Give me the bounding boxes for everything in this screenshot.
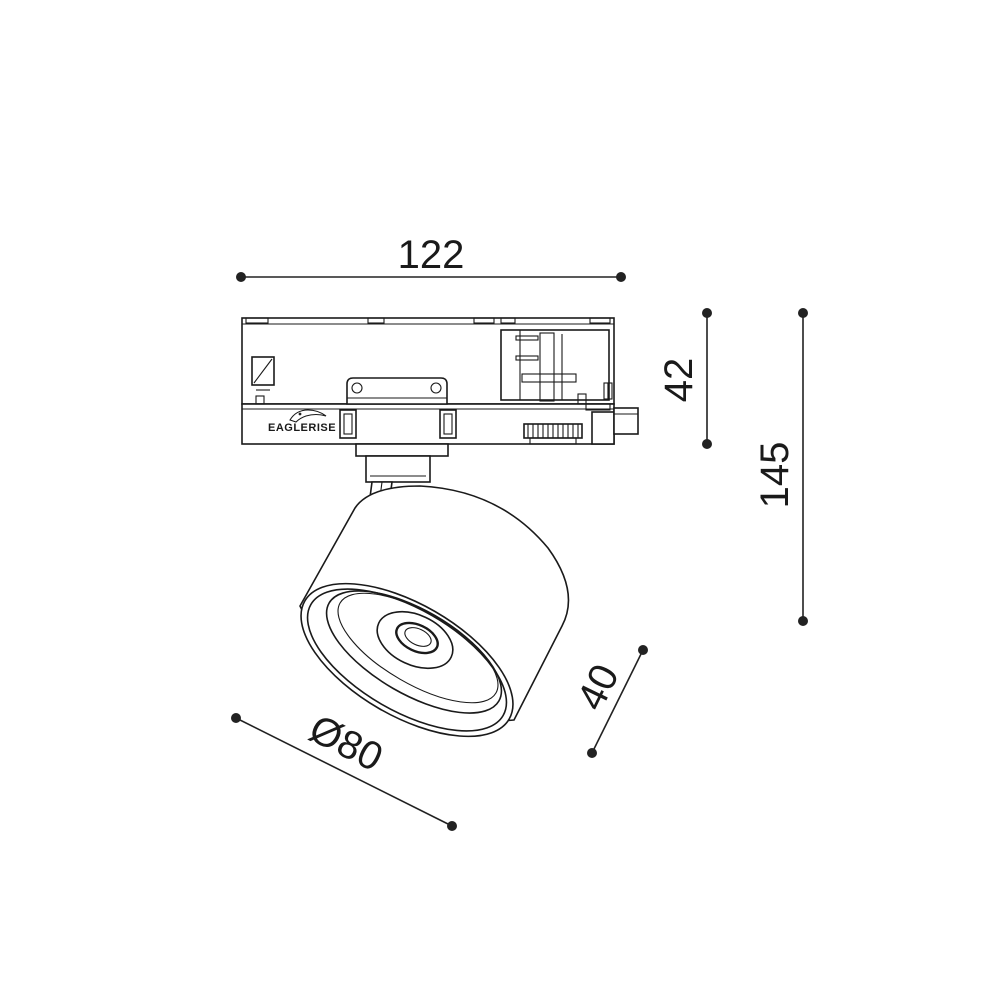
dimension-total-height: 145 <box>753 308 808 626</box>
adapter-rotary-knob <box>523 423 583 445</box>
adapter-lock-lever <box>251 356 275 386</box>
adapter-contact-tab <box>515 335 539 341</box>
track-adapter: EAGLERISE <box>241 317 639 445</box>
adapter-side-clip-left-inner <box>343 413 353 435</box>
adapter-contact-block <box>500 329 610 401</box>
adapter-end-plug <box>613 407 639 435</box>
adapter-lock-lever-slash <box>253 358 273 384</box>
dimension-width: 122 <box>236 233 626 282</box>
dimension-depth-top-dot <box>638 645 648 655</box>
lamp-front-rim <box>300 582 514 738</box>
adapter-notch <box>473 317 495 324</box>
stem-body <box>365 455 431 483</box>
dimension-width-label: 122 <box>398 233 465 277</box>
dimension-total-height-top-dot <box>798 308 808 318</box>
lamp-front-rim-inner <box>306 588 508 732</box>
lamp-lens-core <box>404 627 432 647</box>
adapter-notch <box>589 317 611 324</box>
dimension-diameter-start-dot <box>231 713 241 723</box>
eagle-head-icon <box>289 409 327 423</box>
adapter-notch <box>367 317 385 324</box>
brand-logo-text: EAGLERISE <box>268 422 336 434</box>
adapter-mount-screw-right <box>430 382 442 394</box>
stem-collar <box>355 443 449 457</box>
adapter-contact-post <box>539 332 555 402</box>
dimension-depth-bottom-dot <box>587 748 597 758</box>
dimension-rail-height-bottom-dot <box>702 439 712 449</box>
adapter-contact-clip <box>521 373 577 383</box>
adapter-end-clip <box>585 403 611 411</box>
adapter-end-cap <box>591 411 615 445</box>
brand-logo: EAGLERISE <box>268 409 336 434</box>
adapter-notch <box>500 317 516 324</box>
dimension-diameter-end-dot <box>447 821 457 831</box>
dimension-rail-height-label: 42 <box>657 358 701 403</box>
dimension-depth-label: 40 <box>569 658 628 717</box>
dimension-depth: 40 <box>569 645 648 758</box>
dimension-width-start-dot <box>236 272 246 282</box>
adapter-contact-spring <box>607 382 613 400</box>
dimension-rail-height-top-dot <box>702 308 712 318</box>
dimension-diameter-line <box>235 717 453 827</box>
lamp-head <box>299 485 570 738</box>
adapter-mount-screw-left <box>351 382 363 394</box>
dimension-total-height-bottom-dot <box>798 616 808 626</box>
adapter-small-tab <box>255 395 265 405</box>
dimension-depth-line <box>591 649 644 754</box>
adapter-notch <box>245 317 269 324</box>
dimension-width-end-dot <box>616 272 626 282</box>
lamp-lens-inner <box>395 621 439 655</box>
adapter-side-clip-right-inner <box>443 413 453 435</box>
lamp-lens-outer <box>376 610 454 670</box>
adapter-rotary-knob-base <box>529 437 577 445</box>
adapter-contact-tab <box>515 355 539 361</box>
dimension-rail-height: 42 <box>657 308 712 449</box>
dimension-diameter-label: Ø80 <box>302 707 389 781</box>
eagle-eye-icon <box>298 412 302 416</box>
lamp-reflector-ring-inner <box>337 592 499 704</box>
adapter-small-tab <box>577 393 587 405</box>
dimension-total-height-label: 145 <box>753 442 797 509</box>
